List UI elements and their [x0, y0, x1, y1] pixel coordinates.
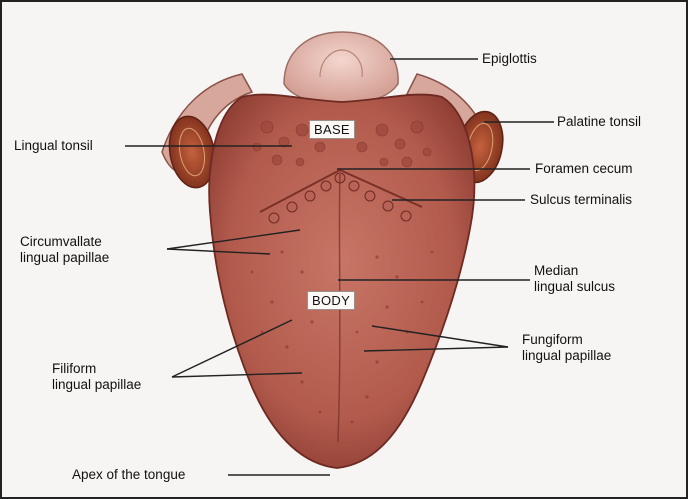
label-median-lingual-sulcus: Median lingual sulcus	[534, 263, 615, 295]
label-sulcus-terminalis: Sulcus terminalis	[530, 192, 632, 208]
region-base-label: BASE	[309, 120, 355, 139]
label-epiglottis: Epiglottis	[482, 51, 537, 67]
label-fungiform-papillae: Fungiform lingual papillae	[522, 332, 611, 364]
label-palatine-tonsil: Palatine tonsil	[557, 114, 641, 130]
label-circumvallate-papillae: Circumvallate lingual papillae	[20, 234, 109, 266]
label-filiform-papillae: Filiform lingual papillae	[52, 361, 141, 393]
label-apex: Apex of the tongue	[72, 467, 185, 483]
region-body-label: BODY	[307, 291, 355, 310]
label-lingual-tonsil: Lingual tonsil	[14, 138, 93, 154]
label-foramen-cecum: Foramen cecum	[535, 161, 633, 177]
epiglottis	[284, 32, 398, 102]
tongue-body	[209, 95, 474, 468]
